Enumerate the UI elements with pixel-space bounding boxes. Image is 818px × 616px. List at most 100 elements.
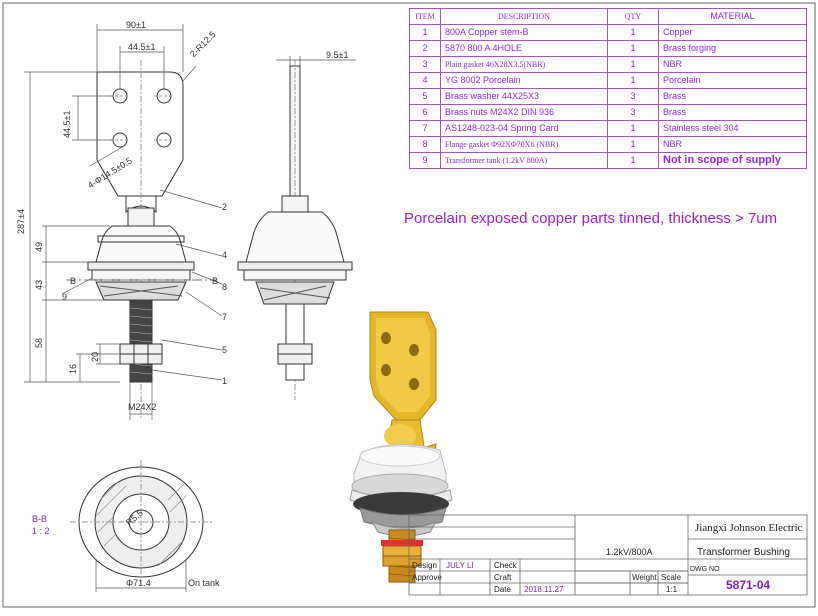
- dim-16: 16: [68, 363, 78, 374]
- drawing-title: Transformer Bushing: [697, 547, 790, 558]
- design-label: Design: [412, 561, 437, 570]
- bom-row: 7 AS1248-023-04 Spring Card 1 Stainless …: [409, 120, 807, 137]
- title-block-grid: [408, 514, 808, 596]
- bom-table: ITEM DESCRIPTION QTY MATERIAL 1 800A Cop…: [409, 8, 807, 169]
- bom-item: 9: [409, 152, 441, 169]
- scale-label: Scale: [661, 573, 682, 582]
- nut-1: [119, 343, 163, 355]
- bom-description: Brass washer 44X25X3: [440, 88, 608, 105]
- bom-item: 7: [409, 120, 441, 137]
- bom-material: Stainless steel 304: [658, 120, 807, 137]
- stem-top: [125, 196, 157, 214]
- dim-58: 58: [34, 337, 44, 348]
- section-cut-right: B: [212, 276, 219, 286]
- date-value: 2018.11.27: [524, 585, 564, 594]
- dwg-no-label: DWG NO: [690, 566, 720, 573]
- bom-header-item: ITEM: [409, 8, 441, 25]
- balloon-7: 7: [222, 312, 228, 322]
- bom-row: 4 YG 8002 Porcelain 1 Porcelain: [409, 72, 807, 89]
- bom-qty: 3: [607, 104, 659, 121]
- check-label: Check: [494, 561, 517, 570]
- bom-material: Brass forging: [658, 40, 807, 57]
- scale-value: 1:1: [666, 585, 678, 594]
- bom-description: Transformer tank (1.2kV 800A): [440, 152, 608, 169]
- balloon-1: 1: [222, 376, 228, 386]
- bom-qty: 1: [607, 24, 659, 41]
- bom-item: 6: [409, 104, 441, 121]
- bom-qty: 1: [607, 56, 659, 73]
- bom-qty: 1: [607, 40, 659, 57]
- craft-label: Craft: [494, 573, 512, 582]
- bom-header-row: ITEM DESCRIPTION QTY MATERIAL: [409, 8, 807, 25]
- bom-row: 1 800A Copper stem-B 1 Copper: [409, 24, 807, 41]
- bom-description: 800A Copper stem-B: [440, 24, 608, 41]
- dim-side-offset: 9.5±1: [326, 50, 349, 60]
- bom-qty: 1: [607, 120, 659, 137]
- bom-item: 5: [409, 88, 441, 105]
- bom-qty: 3: [607, 88, 659, 105]
- weight-label: Weight: [632, 573, 657, 582]
- bom-description: Flange gasket Φ92XΦ70X6 (NBR): [440, 136, 608, 153]
- bom-material: NBR: [658, 56, 807, 73]
- dim-hole-spacing-v: 44.5±1: [62, 110, 72, 138]
- porcelain-body: [95, 225, 187, 263]
- date-label: Date: [494, 585, 511, 594]
- company-name: Jiangxi Johnson Electric: [695, 522, 803, 534]
- front-dimensions: [24, 24, 223, 420]
- on-tank-label: On tank: [188, 578, 220, 588]
- side-view: [237, 60, 353, 400]
- dim-hole-spacing: 44.5±1: [128, 42, 156, 52]
- bom-row: 8 Flange gasket Φ92XΦ70X6 (NBR) 1 NBR: [409, 136, 807, 153]
- bom-header-description: DESCRIPTION: [440, 8, 608, 25]
- nut-2: [119, 353, 163, 365]
- bom-material: NBR: [658, 136, 807, 153]
- bom-item: 2: [409, 40, 441, 57]
- section-scale: 1 : 2: [32, 526, 50, 536]
- bom-material: Brass: [658, 88, 807, 105]
- bom-description: Plain gasket 46X28X3.5(NBR): [440, 56, 608, 73]
- dim-top-width: 90±1: [126, 20, 146, 30]
- rating: 1.2kV/800A: [606, 547, 653, 557]
- side-dimensions: [276, 56, 356, 66]
- dim-overall-height: 287±4: [16, 209, 26, 234]
- dim-diameter: Φ71.4: [126, 578, 151, 588]
- dwg-no: 5871-04: [726, 578, 771, 592]
- dim-thread: M24X2: [128, 402, 157, 412]
- bom-item: 3: [409, 56, 441, 73]
- bom-material: Not in scope of supply: [658, 152, 807, 169]
- bom-row: 2 5870 800 A 4HOLE 1 Brass forging: [409, 40, 807, 57]
- bom-item: 1: [409, 24, 441, 41]
- bom-item: 4: [409, 72, 441, 89]
- bom-description: 5870 800 A 4HOLE: [440, 40, 608, 57]
- approve-label: Approve: [412, 573, 442, 582]
- front-view: [66, 60, 216, 420]
- dim-49: 49: [34, 241, 44, 252]
- dim-43: 43: [34, 279, 44, 290]
- balloon-8: 8: [222, 282, 228, 292]
- plating-note: Porcelain exposed copper parts tinned, t…: [404, 210, 778, 227]
- bom-qty: 1: [607, 136, 659, 153]
- balloon-4: 4: [222, 250, 228, 260]
- bom-row: 5 Brass washer 44X25X3 3 Brass: [409, 88, 807, 105]
- balloon-5: 5: [222, 345, 228, 355]
- bom-description: Brass nuts M24X2 DIN 936: [440, 104, 608, 121]
- section-label: B-B: [32, 514, 48, 524]
- terminal-plate: [96, 71, 184, 197]
- balloon-2: 2: [222, 202, 228, 212]
- bom-description: AS1248-023-04 Spring Card: [440, 120, 608, 137]
- bom-row: 6 Brass nuts M24X2 DIN 936 3 Brass: [409, 104, 807, 121]
- bom-header-qty: QTY: [607, 8, 659, 25]
- bom-qty: 1: [607, 152, 659, 169]
- bom-material: Porcelain: [658, 72, 807, 89]
- section-cut-left: B: [70, 276, 77, 286]
- drawing-border: [2, 2, 816, 608]
- section-view: [70, 460, 212, 592]
- balloon-9: 9: [62, 292, 68, 302]
- bom-qty: 1: [607, 72, 659, 89]
- bom-description: YG 8002 Porcelain: [440, 72, 608, 89]
- bom-row: 9 Transformer tank (1.2kV 800A) 1 Not in…: [409, 152, 807, 169]
- bom-item: 8: [409, 136, 441, 153]
- flange: [87, 261, 195, 271]
- bom-header-material: MATERIAL: [658, 8, 807, 25]
